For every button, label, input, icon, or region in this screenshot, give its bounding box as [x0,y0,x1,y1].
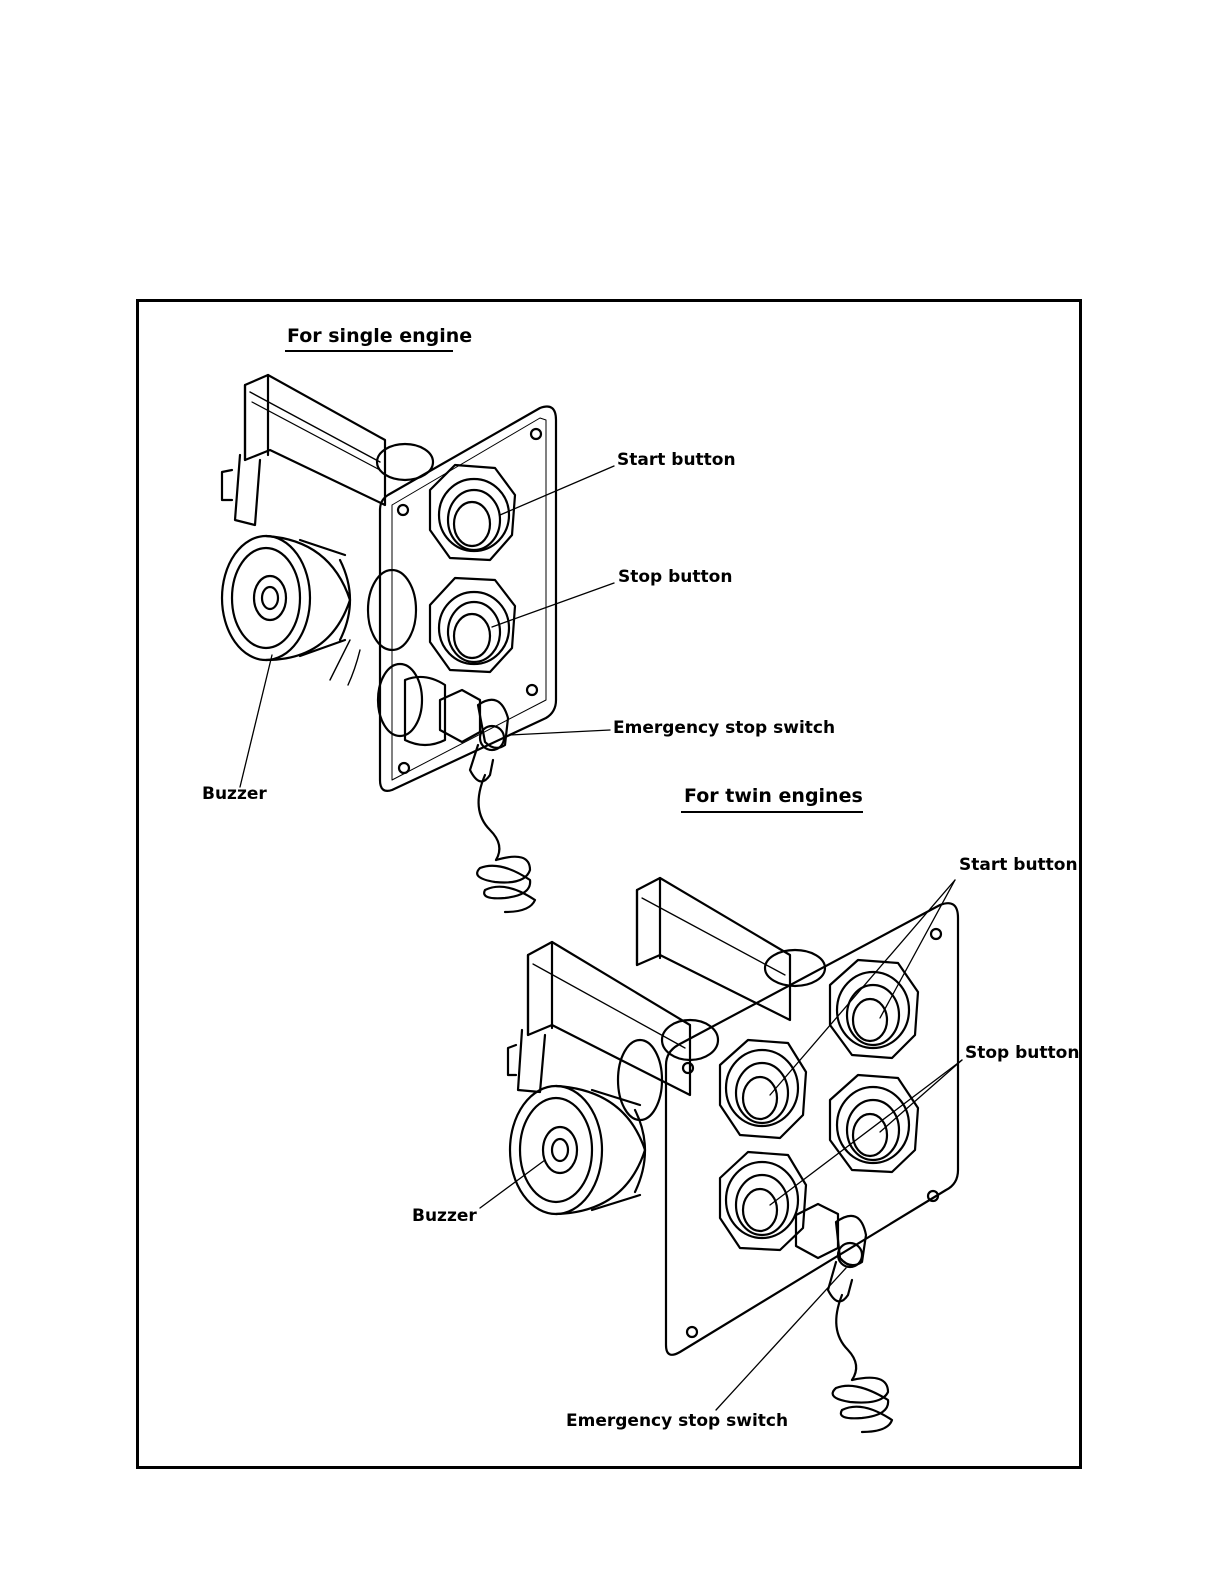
single-leader-lines [240,466,614,787]
twin-heading-underline [681,811,863,813]
twin-buzzer-label: Buzzer [412,1208,477,1225]
single-engine-panel [222,375,556,912]
single-stop-button-label: Stop button [618,569,732,586]
twin-stop-button-label: Stop button [965,1045,1079,1062]
twin-engine-panel [508,878,958,1432]
single-emergency-stop-label: Emergency stop switch [613,720,835,737]
twin-emergency-stop-label: Emergency stop switch [566,1413,788,1430]
single-engine-heading: For single engine [287,327,472,346]
single-heading-underline [285,350,453,352]
single-start-button-label: Start button [617,452,736,469]
twin-engine-heading: For twin engines [684,787,863,806]
twin-start-button-label: Start button [959,857,1078,874]
single-buzzer-label: Buzzer [202,786,267,803]
